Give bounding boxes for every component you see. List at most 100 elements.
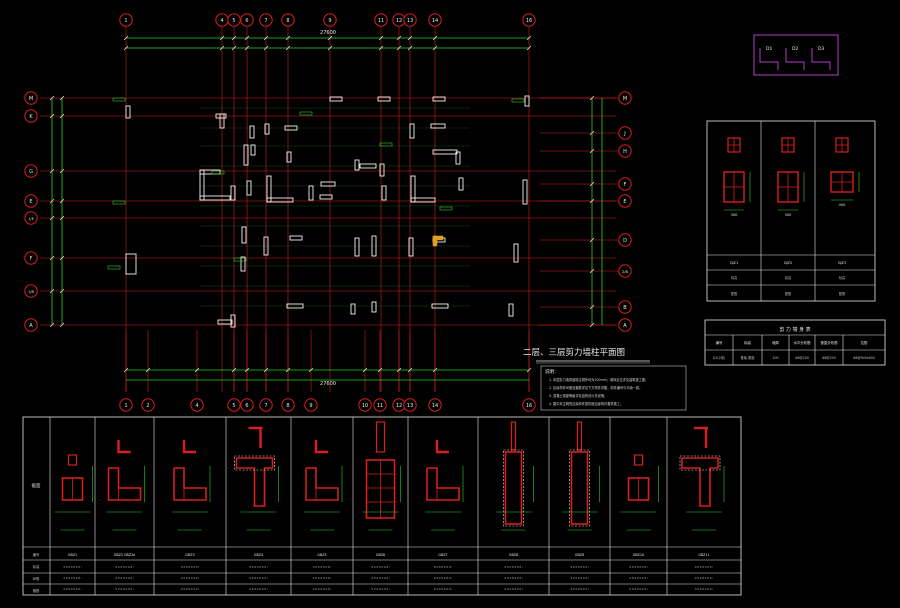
axis-bubble-label: 1/B <box>28 290 34 294</box>
shear-wall-segment <box>371 235 377 257</box>
axis-bubble-label: 11 <box>378 18 384 24</box>
dimension-tick <box>589 268 595 274</box>
axis-bubble-label: 4 <box>195 403 198 409</box>
dimension-tick <box>589 148 595 154</box>
axis-bubble-label: 2/B <box>622 270 628 274</box>
axis-bubble-circle <box>618 194 632 208</box>
shear-wall-highlight <box>432 235 438 247</box>
shear-wall-segment <box>230 185 236 201</box>
schedule-cell: 200 <box>772 356 778 360</box>
legend-wall-shape <box>785 48 805 70</box>
axis-bubble-circle <box>522 398 536 412</box>
detail-table-frame <box>22 416 742 596</box>
axis-bubble-label: 9 <box>309 403 312 409</box>
dimension-tick <box>123 367 129 373</box>
detail-row-label: 编号 <box>33 552 40 557</box>
axis-bubble: 14 <box>428 13 442 27</box>
axis-bubble: 6 <box>240 13 254 27</box>
shear-wall-segment <box>263 236 269 256</box>
axis-bubble-label: M <box>29 96 33 102</box>
axis-bubble: H <box>618 144 632 158</box>
schedule-header-cell: 墙厚 <box>772 340 779 345</box>
detail-icon-shape <box>435 440 449 454</box>
axis-bubble-circle <box>618 300 632 314</box>
shear-wall-segment <box>409 123 415 139</box>
dimension-tick <box>327 35 333 41</box>
detail-icon <box>633 454 644 466</box>
axis-bubble-label: 6 <box>245 403 248 409</box>
notes-block: 说明： 1. 本层剪力墙厚度除注明外均为200mm，墙体定位详见建筑施工图。 2… <box>540 365 687 411</box>
axis-bubble-label: D <box>623 238 627 244</box>
shear-wall-segment <box>320 181 336 187</box>
axis-bubble-circle <box>618 264 632 278</box>
axis-bubble: 7 <box>259 398 273 412</box>
axis-bubble: 1 <box>119 398 133 412</box>
axis-bubble-label: G <box>29 169 33 175</box>
shear-wall-segment <box>219 113 225 129</box>
dimension-tick <box>589 95 595 101</box>
schedule-cell: 基础-屋面 <box>741 355 755 360</box>
detail-section <box>362 459 401 531</box>
axis-bubble: F <box>618 177 632 191</box>
shear-wall-segment <box>350 303 356 315</box>
shear-wall-segment <box>250 144 256 156</box>
shear-wall-segment <box>308 185 314 201</box>
axis-bubble: 2/B <box>618 264 632 278</box>
shear-wall-segment <box>354 237 360 257</box>
detail-icon <box>248 426 263 448</box>
dimension-tick <box>145 367 151 373</box>
shear-wall-segment <box>240 256 246 272</box>
dimension-tick <box>231 45 237 51</box>
dimension-tick <box>123 45 129 51</box>
wall-thickness-marker <box>107 265 121 270</box>
axis-bubble-label: 1 <box>124 403 127 409</box>
detail-section <box>495 449 534 531</box>
axis-bubble-circle <box>618 126 632 140</box>
axis-bubble: 5 <box>227 398 241 412</box>
legend-label: D2 <box>792 46 798 52</box>
axis-bubble-label: E <box>29 199 32 205</box>
schedule-title: 剪 力 墙 身 表 <box>779 326 810 333</box>
dimension-tick <box>407 35 413 41</box>
schedule-cell: Q1(2排) <box>713 355 725 360</box>
wall-thickness-marker <box>379 142 393 147</box>
axis-bubble-label: 5 <box>232 18 235 24</box>
dimension-tick <box>59 288 65 294</box>
dimension-tick <box>285 45 291 51</box>
dimension-tick <box>396 45 402 51</box>
axis-bubble-circle <box>24 251 38 265</box>
axis-bubble: E <box>24 194 38 208</box>
axis-bubble: 5 <box>227 13 241 27</box>
dimension-tick <box>526 45 532 51</box>
dimension-tick <box>589 322 595 328</box>
axis-bubble: 8 <box>281 13 295 27</box>
detail-section <box>620 466 659 531</box>
detail-icon-shape <box>314 440 328 454</box>
axis-bubble-circle <box>259 398 273 412</box>
axis-bubble-circle <box>374 13 388 27</box>
shear-wall-segment <box>408 237 414 257</box>
detail-section-hatch <box>679 455 721 471</box>
axis-bubble-circle <box>618 91 632 105</box>
dimension-tick <box>526 35 532 41</box>
wall-thickness-marker <box>112 97 126 102</box>
detail-section <box>304 466 343 531</box>
dimension-tick <box>362 367 368 373</box>
wall-thickness-marker <box>233 257 247 262</box>
detail-icon <box>510 421 517 451</box>
dimension-tick <box>396 367 402 373</box>
axis-grid-lines <box>40 27 618 392</box>
shear-wall-segment <box>371 301 377 313</box>
axis-bubble-circle <box>227 398 241 412</box>
axis-bubble-label: 13 <box>407 18 413 24</box>
detail-section <box>425 466 464 531</box>
axis-bubble: 16 <box>522 13 536 27</box>
section-label: GJZ2 <box>784 261 792 265</box>
dimension-tick <box>59 95 65 101</box>
detail-icon-shape <box>633 454 644 466</box>
shear-wall-segment <box>266 197 294 203</box>
detail-column-label: GBZ1 <box>68 553 77 557</box>
axis-bubble: 11 <box>373 398 387 412</box>
